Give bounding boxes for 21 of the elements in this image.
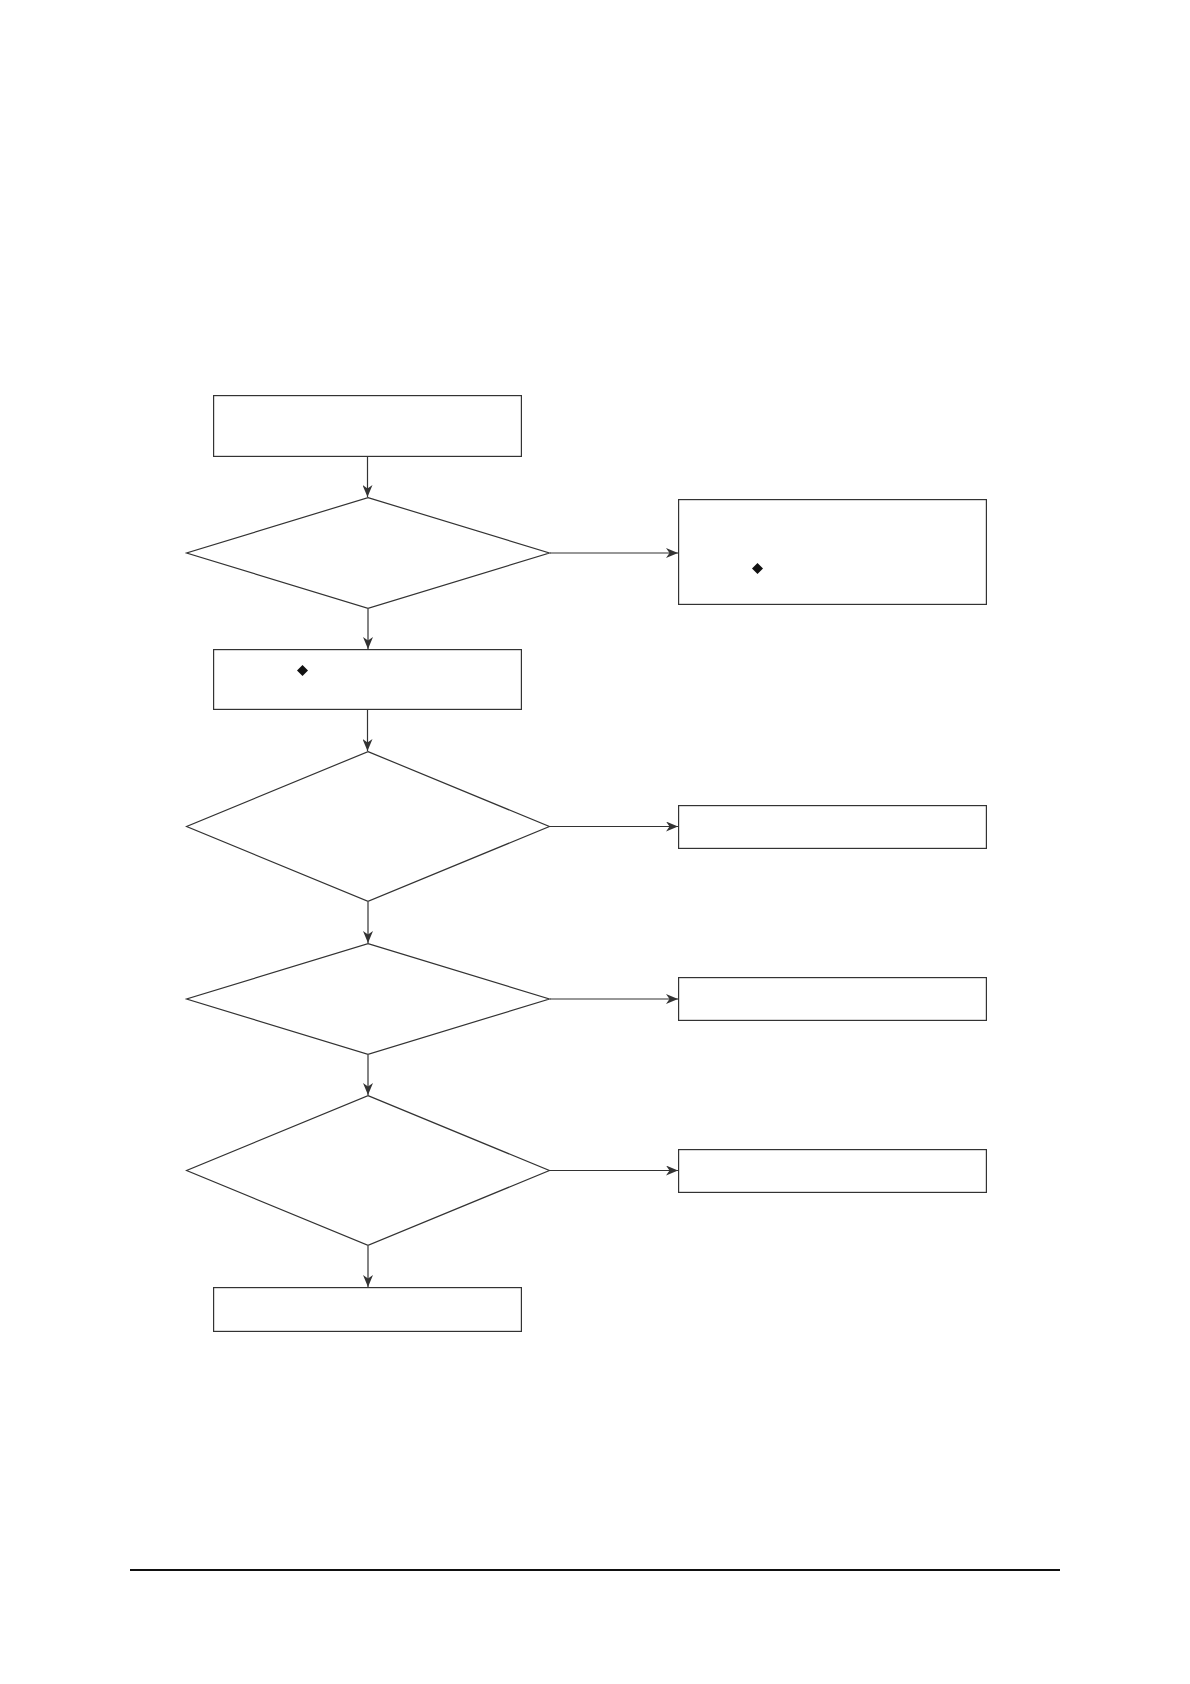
process-box	[213, 1287, 522, 1332]
process-box	[678, 805, 987, 849]
process-box	[678, 499, 987, 605]
decision-diamond	[186, 943, 550, 1055]
arrow	[549, 1165, 679, 1176]
arrow	[549, 821, 679, 832]
process-box	[678, 977, 987, 1021]
arrow	[549, 548, 679, 558]
arrow	[363, 901, 373, 944]
arrow	[362, 456, 373, 498]
decision-diamond	[186, 751, 550, 902]
decision-diamond	[186, 497, 550, 609]
arrow	[362, 709, 373, 752]
arrow	[363, 1054, 373, 1096]
process-box	[213, 395, 522, 457]
process-box	[678, 1149, 987, 1193]
decision-diamond	[186, 1095, 550, 1246]
process-box	[213, 649, 522, 710]
arrow	[549, 994, 679, 1004]
arrow	[363, 1245, 373, 1288]
arrow	[363, 608, 373, 650]
